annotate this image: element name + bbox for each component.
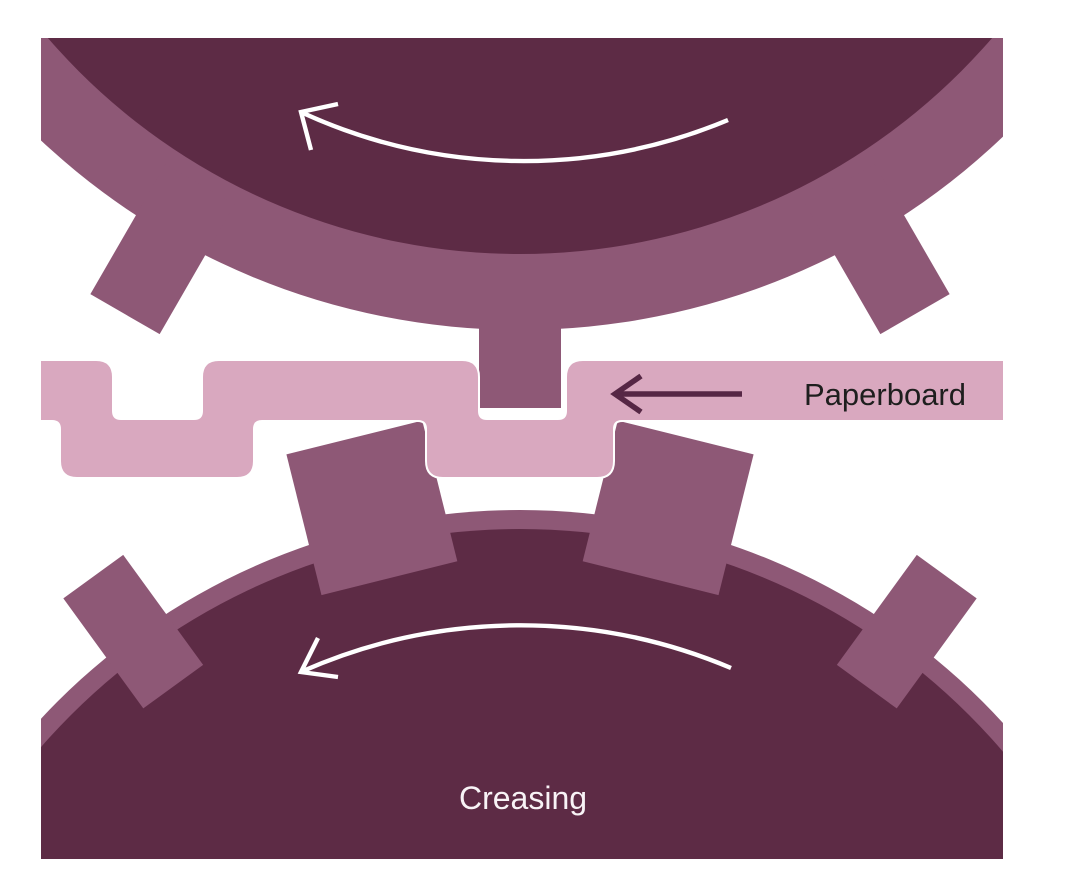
bottom-roller-teeth [63,420,977,709]
roller-tooth [286,420,458,596]
roller-tooth-creasing-rule [479,270,561,408]
rotation-arrow-icon [297,623,732,680]
roller-tooth [836,554,977,709]
rotation-arrow-icon [298,101,729,164]
top-roller [41,38,1003,408]
roller-tooth [805,164,950,335]
top-roller-body [47,38,993,254]
paperboard-label: Paperboard [804,377,966,412]
creasing-label: Creasing [459,780,587,816]
top-roller-teeth [90,164,950,408]
roller-tooth [63,554,204,709]
flow-arrow-icon [610,373,742,415]
bottom-roller-body [41,529,1003,859]
bottom-roller [41,420,1003,859]
roller-tooth [90,164,235,335]
roller-tooth [582,420,754,596]
paperboard-strip [39,359,1005,479]
